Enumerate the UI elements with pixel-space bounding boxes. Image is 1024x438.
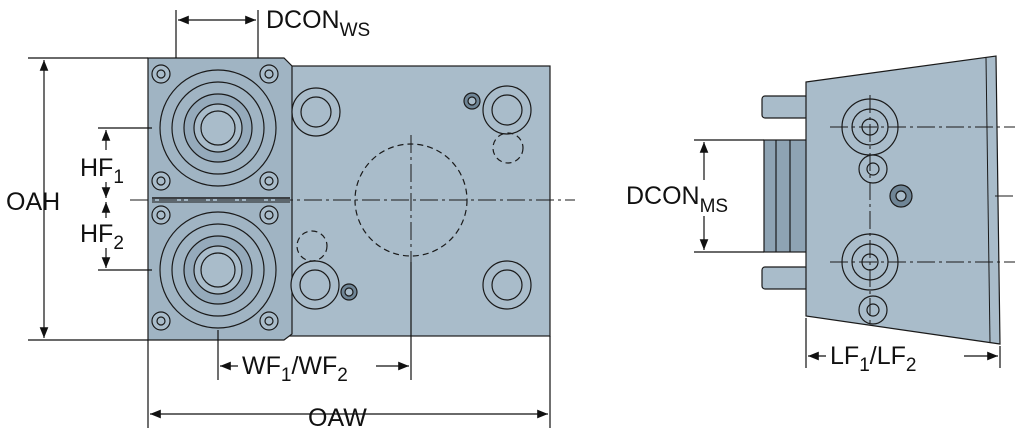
oaw-label: OAW — [308, 404, 367, 432]
hf2-label: HF2 — [80, 220, 124, 254]
upper-coupling — [159, 69, 277, 187]
hf1-label: HF1 — [80, 154, 124, 188]
plate-holes — [290, 85, 532, 310]
lf-label: LF1/LF2 — [830, 342, 916, 376]
centerlines-front — [130, 135, 575, 262]
front-view — [147, 57, 551, 341]
dcon-ws-label: DCONWS — [266, 6, 370, 41]
head-screws — [151, 64, 279, 331]
oah-label: OAH — [6, 188, 60, 216]
dcon-ms-label: DCONMS — [626, 182, 728, 217]
upper-pin — [761, 95, 809, 119]
spigot — [763, 139, 811, 253]
lower-coupling — [159, 211, 277, 329]
dimension-lines — [28, 10, 1001, 428]
centerlines-side — [830, 95, 1015, 325]
side-view — [761, 55, 1001, 345]
lower-pin — [761, 266, 809, 290]
wf-label: WF1/WF2 — [242, 352, 348, 386]
